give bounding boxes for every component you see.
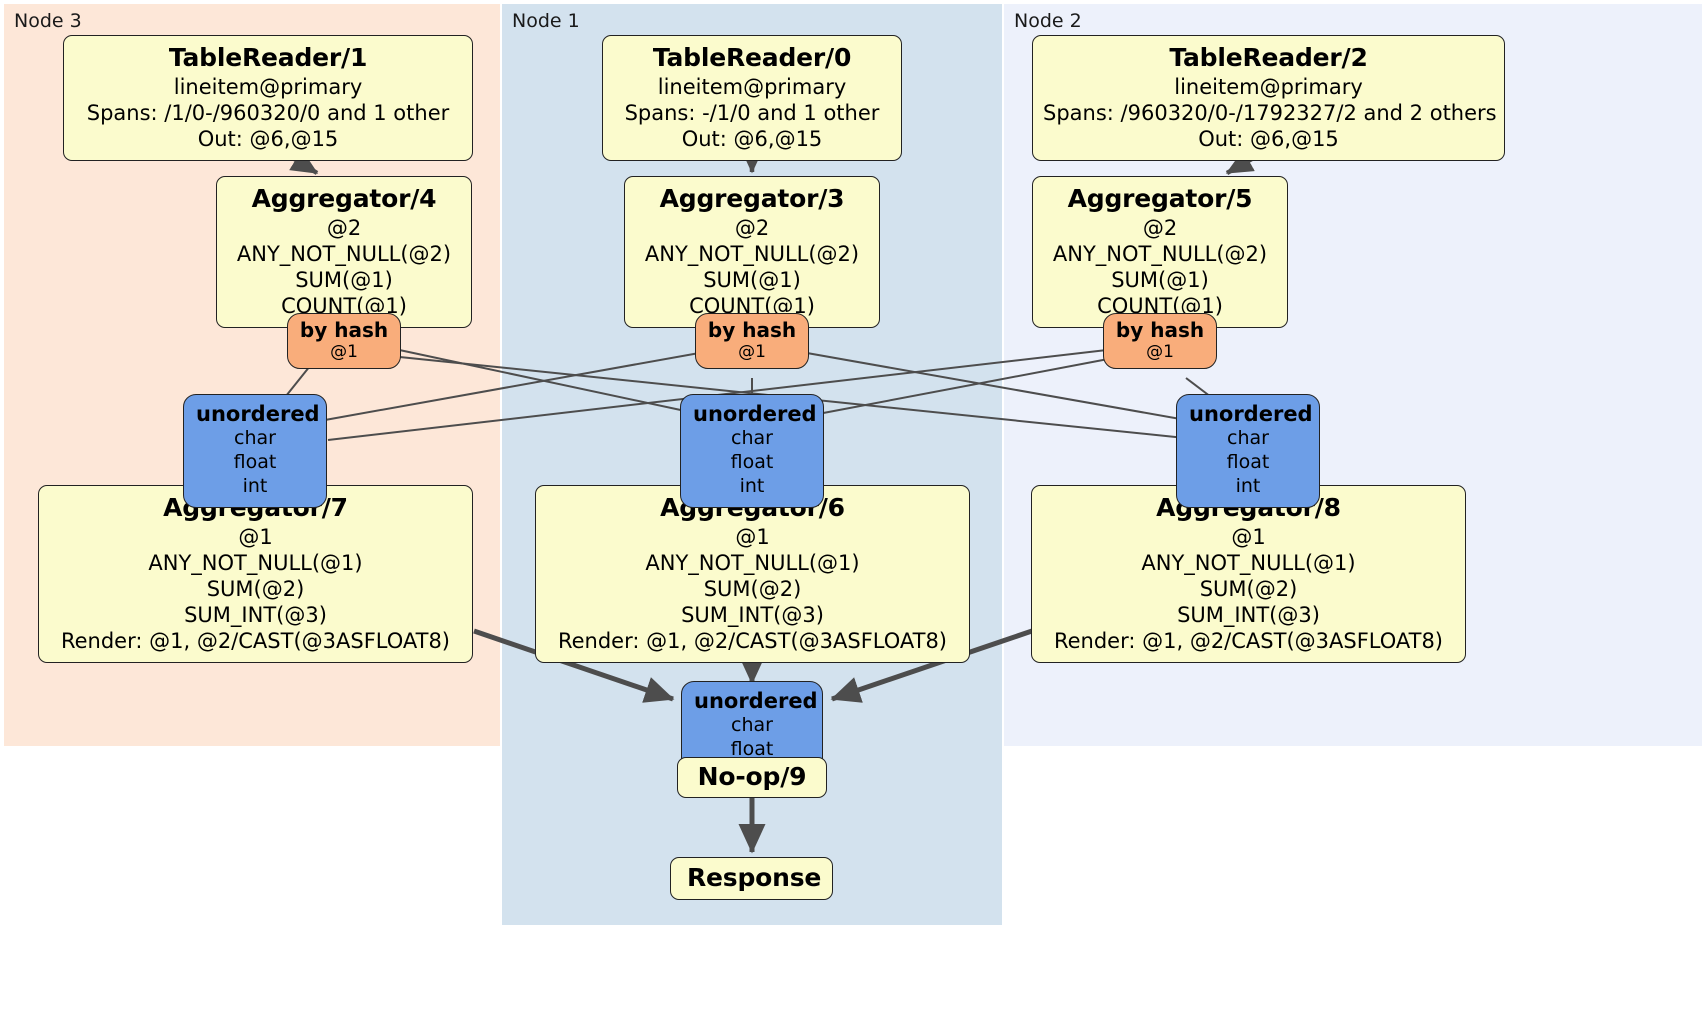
processor-line: Render: @1, @2/CAST(@3ASFLOAT8) xyxy=(557,629,948,654)
processor-title: Aggregator/5 xyxy=(1067,184,1253,213)
processor-aggregator-6[interactable]: Aggregator/6 @1 ANY_NOT_NULL(@1) SUM(@2)… xyxy=(535,485,970,664)
processor-line: Out: @6,@15 xyxy=(681,127,823,152)
processor-line: Spans: -/1/0 and 1 other xyxy=(624,101,880,126)
processor-line: ANY_NOT_NULL(@2) xyxy=(1052,242,1268,267)
processor-line: ANY_NOT_NULL(@1) xyxy=(1141,551,1356,576)
router-line: @1 xyxy=(738,342,766,362)
synchronizer-line: char xyxy=(234,427,276,450)
synchronizer-line: char xyxy=(1227,427,1269,450)
processor-title: Response xyxy=(687,863,822,892)
cluster-node-3-label: Node 3 xyxy=(14,10,82,32)
cluster-node-2-label: Node 2 xyxy=(1014,10,1082,32)
processor-line: lineitem@primary xyxy=(657,75,847,99)
processor-line: SUM(@1) xyxy=(703,268,801,293)
processor-line: Spans: /960320/0-/1792327/2 and 2 others xyxy=(1043,101,1497,126)
processor-aggregator-7[interactable]: Aggregator/7 @1 ANY_NOT_NULL(@1) SUM(@2)… xyxy=(38,485,473,664)
router-line: @1 xyxy=(330,342,358,362)
processor-title: No-op/9 xyxy=(697,762,807,791)
processor-line: Render: @1, @2/CAST(@3ASFLOAT8) xyxy=(60,629,451,654)
processor-line: @1 xyxy=(735,525,770,549)
processor-title: TableReader/2 xyxy=(1169,43,1368,72)
processor-line: SUM(@2) xyxy=(206,577,305,602)
processor-line: @1 xyxy=(1231,525,1266,549)
processor-line: ANY_NOT_NULL(@1) xyxy=(645,551,860,576)
router-by-hash-node-2[interactable]: by hash @1 xyxy=(1103,313,1217,370)
processor-aggregator-8[interactable]: Aggregator/8 @1 ANY_NOT_NULL(@1) SUM(@2)… xyxy=(1031,485,1466,664)
synchronizer-line: float xyxy=(730,451,774,474)
processor-aggregator-4[interactable]: Aggregator/4 @2 ANY_NOT_NULL(@2) SUM(@1)… xyxy=(216,176,472,329)
synchronizer-unordered-node-1[interactable]: unordered char float int xyxy=(680,394,824,509)
synchronizer-title: unordered xyxy=(1189,402,1313,426)
synchronizer-line: int xyxy=(739,475,765,498)
processor-line: @2 xyxy=(734,216,770,240)
processor-line: @1 xyxy=(238,525,273,549)
processor-title: Aggregator/4 xyxy=(251,184,437,213)
router-by-hash-node-3[interactable]: by hash @1 xyxy=(287,313,401,370)
processor-line: Out: @6,@15 xyxy=(197,127,339,152)
router-title: by hash xyxy=(707,318,797,342)
router-title: by hash xyxy=(1115,318,1205,342)
processor-no-op-9[interactable]: No-op/9 xyxy=(677,757,827,798)
processor-line: ANY_NOT_NULL(@2) xyxy=(644,242,860,267)
processor-line: SUM_INT(@3) xyxy=(184,603,327,628)
synchronizer-line: float xyxy=(1226,451,1270,474)
processor-line: @2 xyxy=(1142,216,1178,240)
processor-line: SUM(@2) xyxy=(1199,577,1298,602)
processor-line: SUM(@1) xyxy=(295,268,393,293)
synchronizer-line: int xyxy=(242,475,268,498)
processor-line: Spans: /1/0-/960320/0 and 1 other xyxy=(86,101,450,126)
processor-line: ANY_NOT_NULL(@1) xyxy=(148,551,363,576)
processor-line: SUM(@2) xyxy=(703,577,802,602)
processor-line: @2 xyxy=(326,216,362,240)
synchronizer-line: char xyxy=(731,714,773,737)
processor-line: SUM_INT(@3) xyxy=(681,603,824,628)
synchronizer-line: int xyxy=(1235,475,1261,498)
processor-table-reader-2[interactable]: TableReader/2 lineitem@primary Spans: /9… xyxy=(1032,35,1505,162)
processor-table-reader-0[interactable]: TableReader/0 lineitem@primary Spans: -/… xyxy=(602,35,902,162)
synchronizer-line: char xyxy=(731,427,773,450)
router-line: @1 xyxy=(1146,342,1174,362)
processor-line: lineitem@primary xyxy=(1174,75,1363,99)
synchronizer-line: float xyxy=(233,451,277,474)
processor-line: Out: @6,@15 xyxy=(1198,127,1339,152)
processor-line: Render: @1, @2/CAST(@3ASFLOAT8) xyxy=(1053,629,1444,654)
processor-title: Aggregator/3 xyxy=(659,184,845,213)
synchronizer-title: unordered xyxy=(196,402,320,426)
synchronizer-title: unordered xyxy=(693,402,817,426)
processor-line: ANY_NOT_NULL(@2) xyxy=(236,242,452,267)
processor-table-reader-1[interactable]: TableReader/1 lineitem@primary Spans: /1… xyxy=(63,35,473,162)
processor-title: TableReader/0 xyxy=(652,43,852,72)
synchronizer-title: unordered xyxy=(694,689,818,713)
processor-line: SUM_INT(@3) xyxy=(1177,603,1320,628)
processor-title: TableReader/1 xyxy=(168,43,368,72)
processor-aggregator-3[interactable]: Aggregator/3 @2 ANY_NOT_NULL(@2) SUM(@1)… xyxy=(624,176,880,329)
processor-response[interactable]: Response xyxy=(670,857,833,900)
processor-aggregator-5[interactable]: Aggregator/5 @2 ANY_NOT_NULL(@2) SUM(@1)… xyxy=(1032,176,1288,329)
router-by-hash-node-1[interactable]: by hash @1 xyxy=(695,313,809,370)
synchronizer-unordered-node-2[interactable]: unordered char float int xyxy=(1176,394,1320,509)
synchronizer-line: float xyxy=(730,738,774,761)
cluster-node-1-label: Node 1 xyxy=(512,10,580,32)
synchronizer-unordered-node-3[interactable]: unordered char float int xyxy=(183,394,327,509)
router-title: by hash xyxy=(299,318,389,342)
processor-line: SUM(@1) xyxy=(1111,268,1209,293)
processor-line: lineitem@primary xyxy=(173,75,363,99)
